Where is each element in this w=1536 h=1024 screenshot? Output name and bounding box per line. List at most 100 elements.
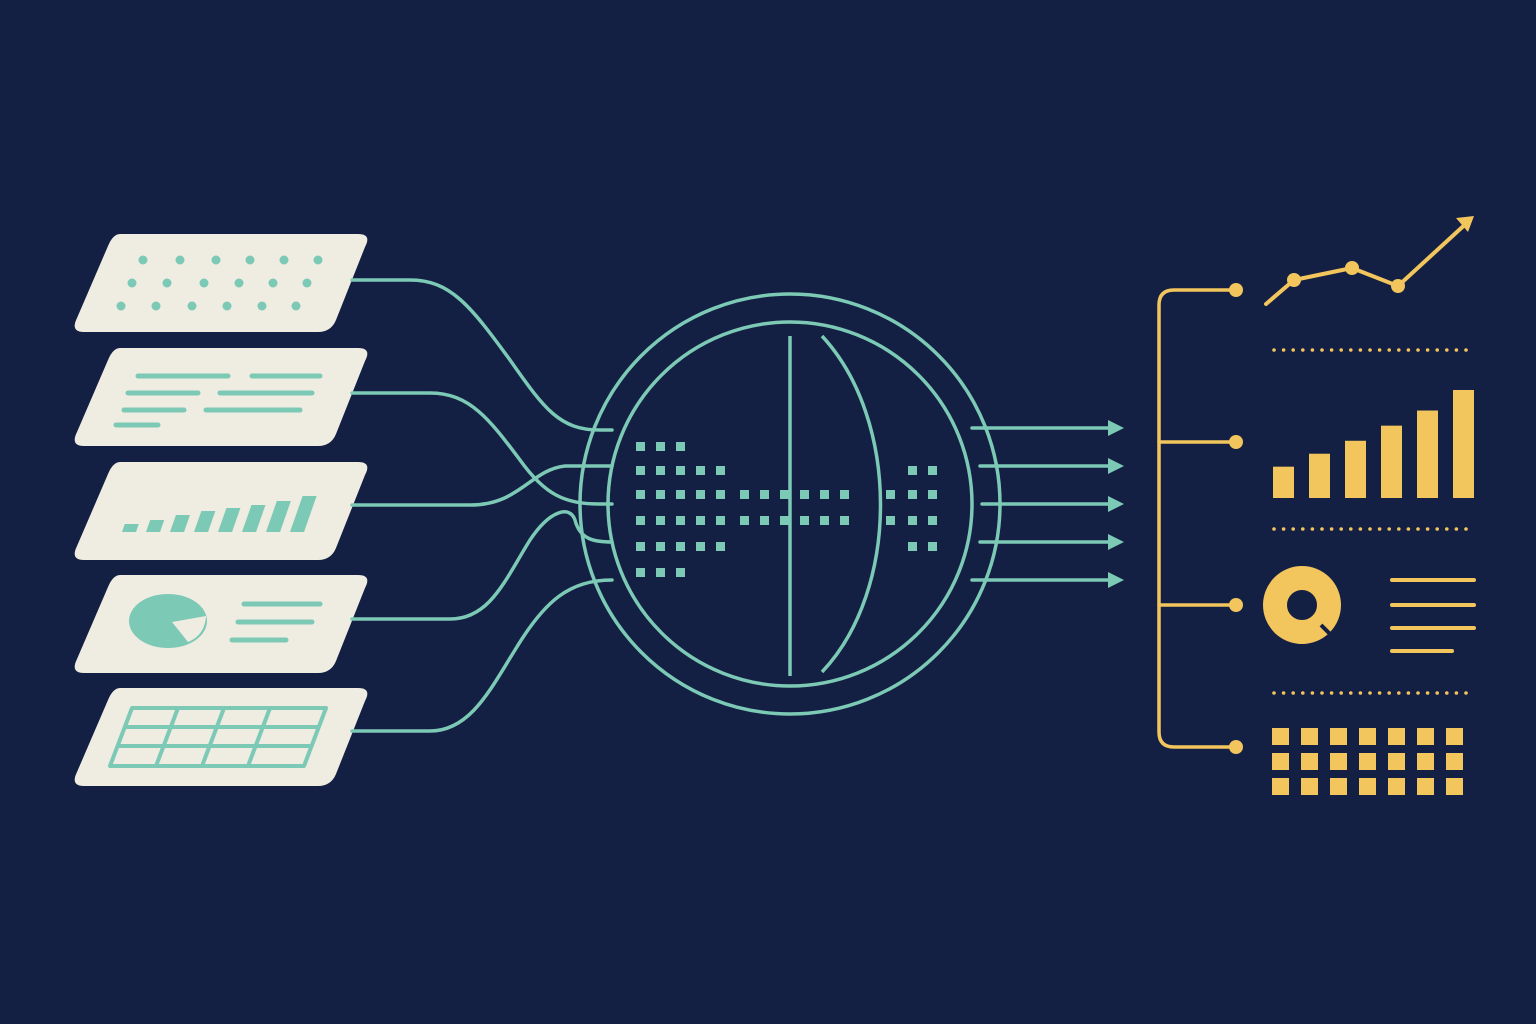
pixel [820, 516, 829, 525]
pixel [760, 516, 769, 525]
input-card-pie [74, 575, 368, 673]
pixel [908, 490, 917, 499]
pixel [696, 490, 705, 499]
dotted-divider [1272, 691, 1468, 695]
pixel [716, 490, 725, 499]
divider-dot [1358, 348, 1363, 352]
lens-sphere-icon [578, 292, 1002, 716]
divider-dot [1425, 527, 1430, 531]
text-lines-icon [113, 373, 323, 428]
divider-dot [1435, 527, 1439, 531]
divider-dot [1310, 527, 1315, 531]
divider-dot [1291, 691, 1295, 695]
bar [1273, 466, 1294, 498]
pixel [928, 466, 937, 475]
divider-dot [1301, 691, 1305, 695]
divider-dot [1377, 527, 1382, 531]
divider-dot [1281, 527, 1286, 531]
pixel [908, 516, 917, 525]
pixel [656, 442, 665, 451]
grid-squares-icon [1272, 728, 1463, 795]
grid-square [1417, 753, 1434, 770]
pixel [636, 466, 645, 475]
divider-dot [1358, 527, 1363, 531]
sphere-curve [820, 334, 883, 674]
output-donut-chart [1263, 566, 1476, 653]
divider-dot [1435, 348, 1439, 352]
pixel [840, 490, 849, 499]
divider-dot [1425, 348, 1430, 352]
grid-square [1272, 778, 1289, 795]
dots-icon [116, 255, 323, 311]
divider-dot [1272, 691, 1276, 695]
pixel [696, 542, 705, 551]
pixel [696, 516, 705, 525]
input-card-bar-chart [74, 462, 368, 560]
bar [242, 505, 266, 532]
divider-dot [1310, 348, 1315, 352]
input-cards [74, 234, 368, 786]
arrow-right-icon [978, 458, 1124, 474]
divider-dot [1368, 527, 1372, 531]
divider-dot [1454, 691, 1459, 695]
divider-dot [1445, 691, 1449, 695]
divider-dot [1339, 527, 1343, 531]
arrow-right-icon [970, 420, 1124, 436]
bracket-nodes [1229, 283, 1243, 754]
pixel [780, 516, 789, 525]
divider-dot [1349, 691, 1353, 695]
connector-line [350, 464, 614, 507]
pixel [656, 542, 665, 551]
divider-dot [1406, 691, 1411, 695]
connector-line [350, 278, 614, 432]
pixel [696, 466, 705, 475]
divider-dot [1368, 348, 1372, 352]
trend-line [1264, 218, 1472, 306]
grid-square [1388, 728, 1405, 745]
pixel [656, 568, 665, 577]
bar [122, 524, 139, 532]
divider-dot [1406, 348, 1411, 352]
arrow-right-icon [970, 572, 1124, 588]
pixel [636, 490, 645, 499]
pixel [676, 442, 685, 451]
bar [1381, 425, 1402, 498]
pixel [716, 466, 725, 475]
arrow-right-icon [978, 534, 1124, 550]
pixel [928, 516, 937, 525]
pixel [820, 490, 829, 499]
grid-square [1301, 728, 1318, 745]
divider-dot [1320, 691, 1324, 695]
pie-chart-icon [129, 594, 207, 648]
divider-dot [1301, 527, 1305, 531]
divider-dot [1387, 527, 1391, 531]
divider-dot [1435, 691, 1439, 695]
output-bar-chart [1273, 390, 1474, 498]
bar [170, 515, 190, 532]
divider-dot [1464, 348, 1468, 352]
divider-dot [1329, 348, 1334, 352]
grid-square [1330, 728, 1347, 745]
divider-dot [1320, 348, 1324, 352]
divider-dot [1329, 691, 1334, 695]
divider-dot [1416, 691, 1420, 695]
bar [1453, 390, 1474, 498]
pixel [676, 490, 685, 499]
divider-dot [1368, 691, 1372, 695]
divider-dot [1425, 691, 1430, 695]
divider-dot [1349, 348, 1353, 352]
pixel [908, 542, 917, 551]
donut-chart-icon [1263, 566, 1342, 646]
divider-dot [1397, 691, 1401, 695]
arrowhead-icon [1456, 216, 1474, 232]
bar [146, 520, 165, 532]
bar [266, 501, 291, 532]
pixel [636, 442, 645, 451]
divider-dot [1397, 348, 1401, 352]
divider-dot [1358, 691, 1363, 695]
divider-dot [1377, 348, 1382, 352]
bar [290, 496, 317, 532]
grid-square [1272, 728, 1289, 745]
divider-dot [1281, 691, 1286, 695]
